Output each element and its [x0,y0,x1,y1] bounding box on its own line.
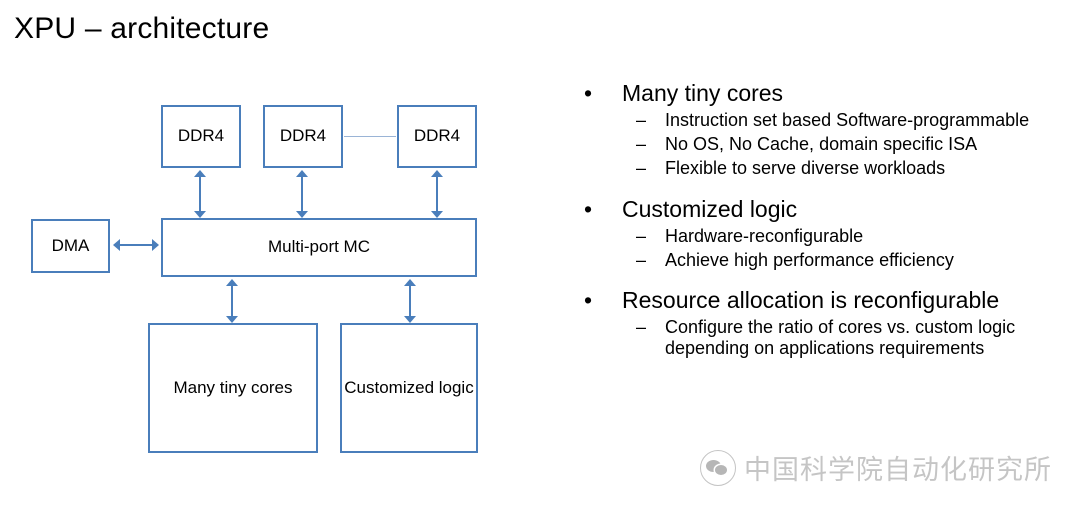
arrow-head-right-icon [152,239,159,251]
sub-bullet-text: Configure the ratio of cores vs. custom … [665,316,1016,359]
node-label: Multi-port MC [267,237,370,257]
sub-bullet-item: – Hardware-reconfigurable [576,226,1072,247]
arrow-shaft [409,284,411,318]
arrow-shaft [118,244,154,246]
bullet-heading-many-tiny-cores: • Many tiny cores [576,80,1072,107]
bullet-list: • Many tiny cores – Instruction set base… [576,80,1072,375]
node-label: Customized logic [344,377,474,397]
sub-bullet-item: – Flexible to serve diverse workloads [576,158,1072,179]
diagram-node-many-tiny-cores: Many tiny cores [148,323,318,453]
diagram-node-ddr4-3: DDR4 [397,105,477,168]
arrow-head-up-icon [194,170,206,177]
sub-bullet-marker: – [636,249,647,270]
diagram-node-ddr4-2: DDR4 [263,105,343,168]
node-label: DDR4 [177,126,225,146]
arrow-shaft [436,175,438,213]
watermark: 中国科学院自动化研究所 [700,448,1052,487]
sub-bullet-marker: – [636,225,647,246]
sub-bullet-list: – Configure the ratio of cores vs. custo… [576,317,1072,359]
arrow-shaft [199,175,201,213]
sub-bullet-text: Achieve high performance efficiency [665,249,954,270]
bullet-heading-text: Resource allocation is reconfigurable [622,286,1000,313]
node-label: Many tiny cores [173,377,293,397]
arrow-head-down-icon [404,316,416,323]
sub-bullet-text: Flexible to serve diverse workloads [665,158,946,179]
diagram-node-dma: DMA [31,219,110,273]
sub-bullet-text: No OS, No Cache, domain specific ISA [665,134,978,155]
sub-bullet-marker: – [636,316,647,337]
sub-bullet-item: – Achieve high performance efficiency [576,250,1072,271]
double-arrow-icon-mc-to-many-tiny-cores [226,279,239,323]
double-arrow-icon-ddr4-3-to-mc [431,170,444,218]
node-label: DMA [51,235,90,255]
sub-bullet-text: Hardware-reconfigurable [665,225,864,246]
node-label: DDR4 [279,126,327,146]
arrow-head-up-icon [226,279,238,286]
arrow-shaft [301,175,303,213]
bullet-heading-text: Many tiny cores [622,80,784,106]
wechat-logo-icon [700,449,736,486]
arrow-head-left-icon [113,239,120,251]
arrow-head-up-icon [431,170,443,177]
watermark-text: 中国科学院自动化研究所 [744,455,1052,485]
arrow-head-up-icon [404,279,416,286]
sub-bullet-marker: – [636,109,647,130]
connector-line-ddr4-2-to-ddr4-3 [344,136,396,137]
arrow-head-down-icon [296,211,308,218]
bullet-heading-customized-logic: • Customized logic [576,196,1072,223]
architecture-diagram: DDR4 DDR4 DDR4 DMA Multi-port MC Many ti… [31,105,478,453]
bullet-group-1: • Many tiny cores – Instruction set base… [576,80,1072,180]
sub-bullet-text: Instruction set based Software-programma… [665,109,1030,130]
diagram-node-ddr4-1: DDR4 [161,105,241,168]
arrow-head-down-icon [226,316,238,323]
bullet-group-3: • Resource allocation is reconfigurable … [576,287,1072,359]
double-arrow-icon-ddr4-1-to-mc [194,170,207,218]
arrow-head-down-icon [194,211,206,218]
arrow-head-down-icon [431,211,443,218]
bullet-heading-text: Customized logic [622,195,798,222]
bullet-marker: • [584,286,593,313]
sub-bullet-marker: – [636,134,647,155]
arrow-head-up-icon [296,170,308,177]
arrow-shaft [231,284,233,318]
sub-bullet-marker: – [636,158,647,179]
bullet-heading-resource-allocation: • Resource allocation is reconfigurable [576,287,1072,314]
diagram-node-multi-port-mc: Multi-port MC [161,218,477,277]
double-arrow-icon-ddr4-2-to-mc [296,170,309,218]
bullet-marker: • [584,80,593,106]
node-label: DDR4 [413,126,461,146]
sub-bullet-item: – Instruction set based Software-program… [576,110,1072,131]
double-arrow-icon-dma-to-mc [113,239,159,252]
diagram-node-customized-logic: Customized logic [340,323,478,453]
page-title: XPU – architecture [14,12,270,45]
double-arrow-icon-mc-to-customized-logic [404,279,417,323]
bullet-marker: • [584,195,593,222]
bullet-group-2: • Customized logic – Hardware-reconfigur… [576,196,1072,271]
sub-bullet-list: – Instruction set based Software-program… [576,110,1072,180]
sub-bullet-list: – Hardware-reconfigurable – Achieve high… [576,226,1072,271]
sub-bullet-item: – Configure the ratio of cores vs. custo… [576,317,1072,359]
sub-bullet-item: – No OS, No Cache, domain specific ISA [576,134,1072,155]
